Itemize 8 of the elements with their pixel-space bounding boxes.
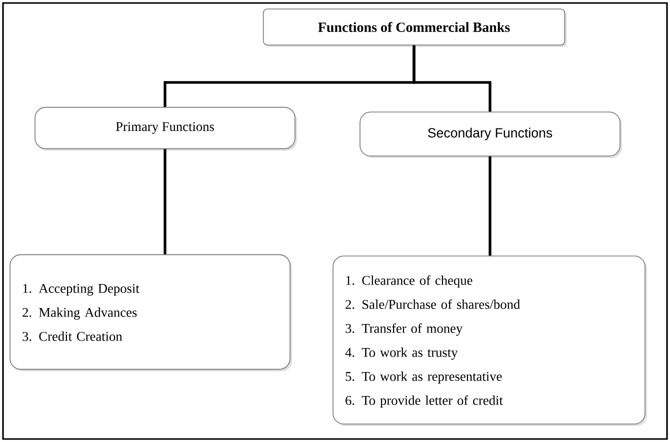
category-box: Primary Functions [34,106,297,151]
list-box: 1. Clearance of cheque 2. Sale/Purchase of shares/bond 3. Transfer of money 4. To work as trusty 5. To work as representative 6. To provide letter of credit [332,256,647,426]
title-box: Functions of Commercial Banks [262,8,567,47]
connector-line [164,149,166,254]
connector-line [412,45,492,112]
list-box: 1. Accepting Deposit 2. Making Advances 3. Credit Creation [10,254,292,372]
category-box: Secondary Functions [360,112,622,158]
connector-line [488,156,492,256]
